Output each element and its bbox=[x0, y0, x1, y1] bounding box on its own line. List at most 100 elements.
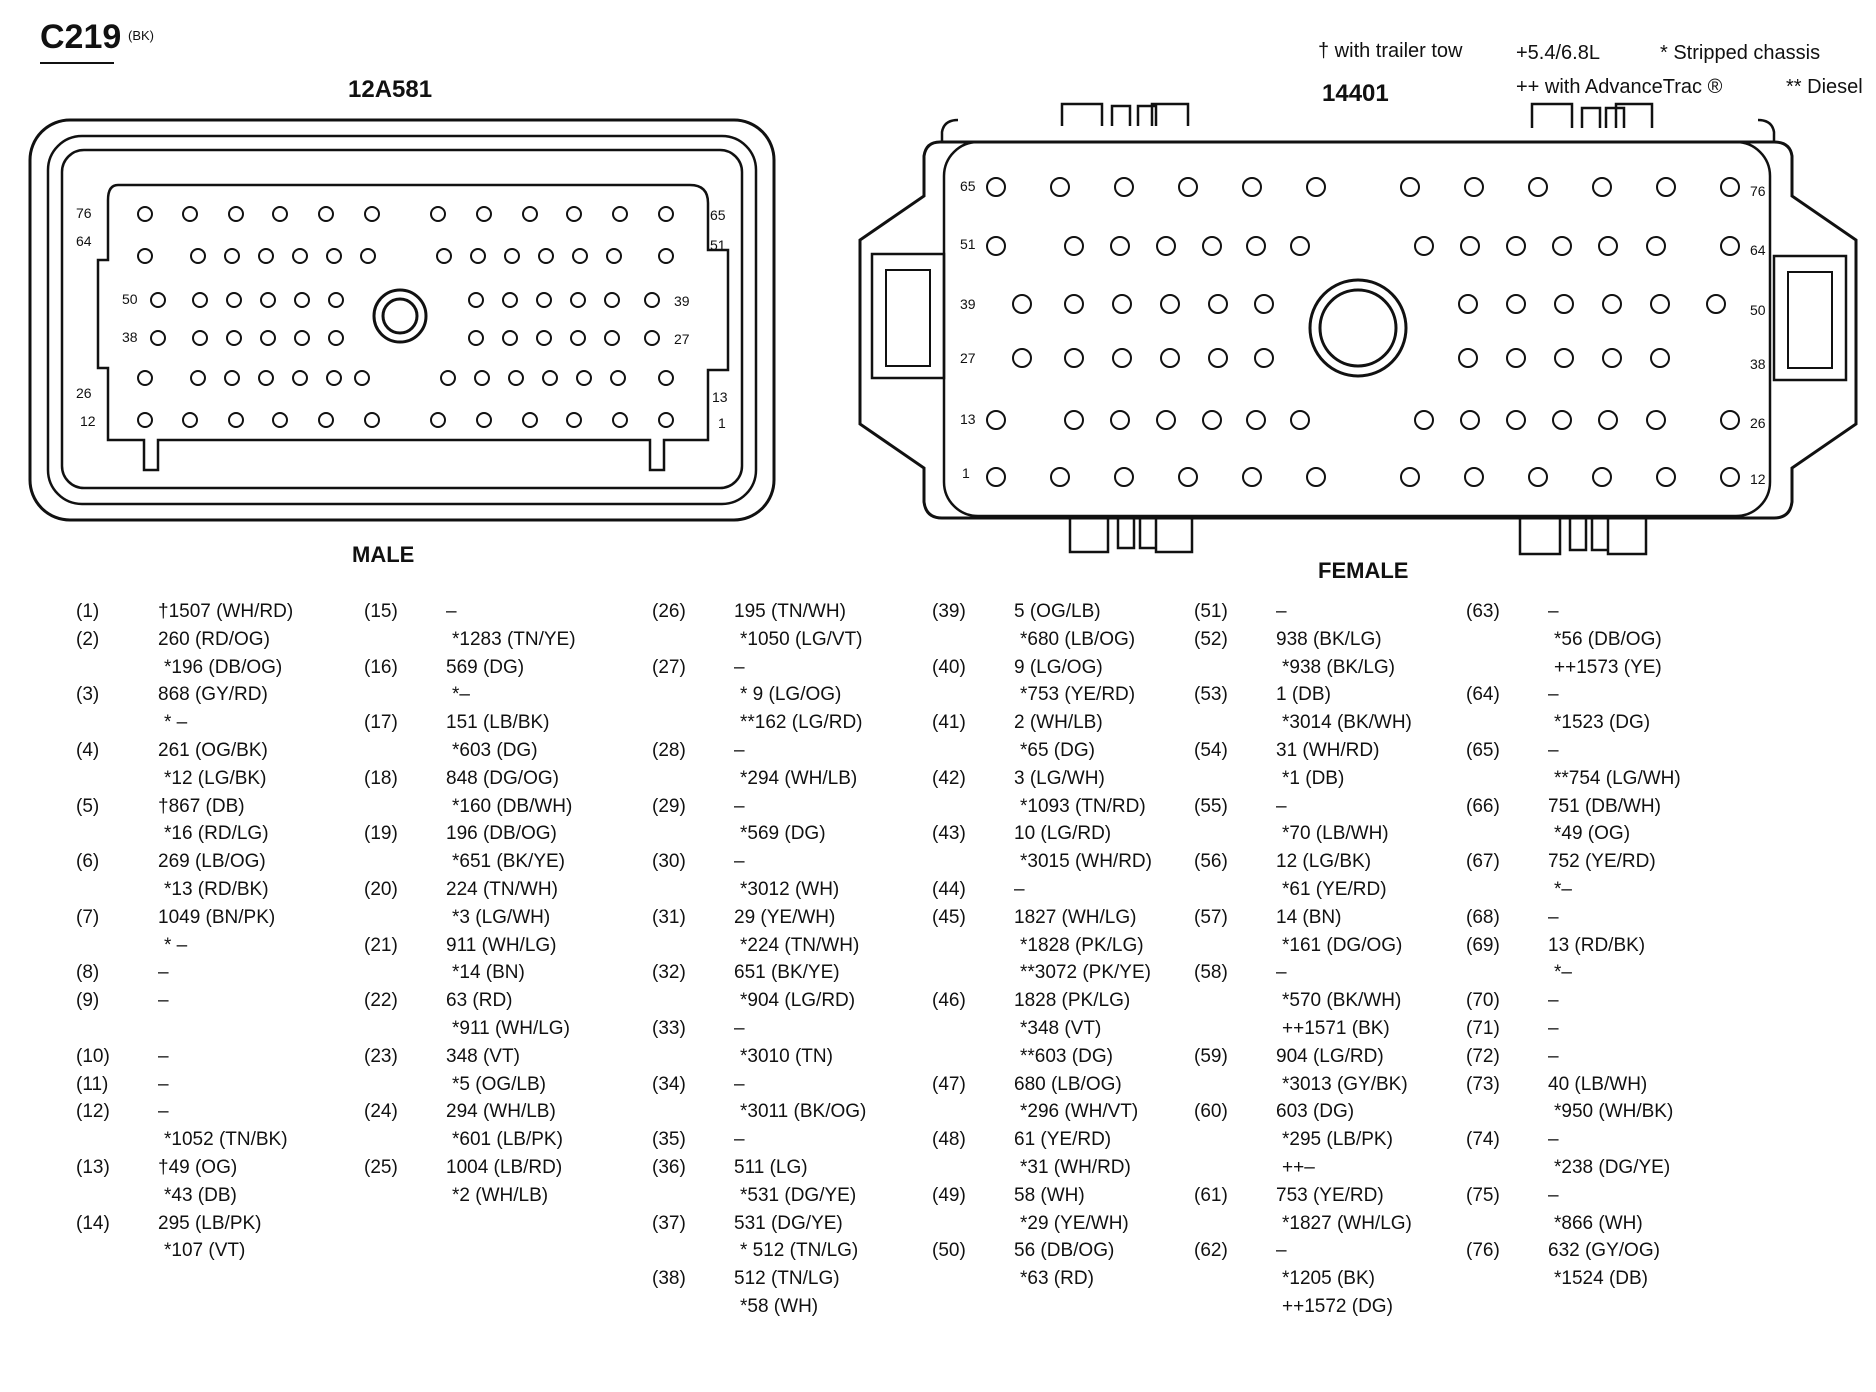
pin-number: (54) bbox=[1194, 740, 1228, 761]
female-pin bbox=[1254, 294, 1274, 314]
female-pin bbox=[1656, 177, 1676, 197]
wire-variant: *294 (WH/LB) bbox=[740, 767, 858, 789]
female-pin bbox=[1110, 410, 1130, 430]
male-pin bbox=[354, 370, 370, 386]
wire-variant: *1 (DB) bbox=[1282, 767, 1345, 789]
pin-entry: (24)294 (WH/LB)*601 (LB/PK) bbox=[364, 1098, 634, 1154]
wire-variant: *13 (RD/BK) bbox=[164, 878, 269, 900]
female-pin bbox=[1706, 294, 1726, 314]
wire-variant: *49 (OG) bbox=[1554, 823, 1631, 845]
pin-number: (8) bbox=[76, 962, 100, 984]
female-pin bbox=[1290, 236, 1310, 256]
pin-entry: (69) 13 (RD/BK) *– bbox=[1466, 932, 1736, 988]
female-pin bbox=[1506, 348, 1526, 368]
wire-variant: ++1572 (DG) bbox=[1282, 1295, 1393, 1317]
male-pin bbox=[522, 206, 538, 222]
male-center-hole-outer bbox=[372, 288, 428, 344]
pin-number: (56) bbox=[1194, 851, 1228, 873]
pin-number: (73) bbox=[1466, 1073, 1500, 1095]
female-pin bbox=[1720, 467, 1740, 487]
male-pin bbox=[258, 248, 274, 264]
wire-primary: – bbox=[734, 1129, 745, 1151]
pin-entry: (42)3 (LG/WH)*1093 (TN/RD) bbox=[932, 765, 1202, 821]
male-pin bbox=[326, 370, 342, 386]
male-pin bbox=[260, 292, 276, 308]
wire-primary: – bbox=[734, 1073, 745, 1095]
male-pin bbox=[440, 370, 456, 386]
female-pin-label: 76 bbox=[1750, 183, 1766, 199]
pin-number: (51) bbox=[1194, 601, 1228, 622]
wire-variant: *3011 (BK/OG) bbox=[740, 1101, 867, 1123]
pin-number: (28) bbox=[652, 740, 686, 761]
wire-primary: 348 (VT) bbox=[446, 1045, 520, 1067]
female-pin-label: 38 bbox=[1750, 356, 1766, 372]
male-housing bbox=[60, 148, 744, 490]
male-pin bbox=[522, 412, 538, 428]
male-pin bbox=[292, 248, 308, 264]
pin-number: (14) bbox=[76, 1212, 110, 1234]
pin-number: (43) bbox=[932, 823, 966, 845]
male-pin bbox=[192, 292, 208, 308]
female-pin bbox=[1554, 294, 1574, 314]
pin-entry: (59)904 (LG/RD)*3013 (GY/BK) bbox=[1194, 1043, 1464, 1099]
pin-entry: (2)260 (RD/OG)*196 (DB/OG) bbox=[76, 626, 346, 682]
male-pin-label: 76 bbox=[76, 205, 92, 221]
wire-primary: 680 (LB/OG) bbox=[1014, 1073, 1122, 1095]
pin-number: (68) bbox=[1466, 906, 1500, 928]
wire-primary: 196 (DB/OG) bbox=[446, 823, 557, 845]
wire-variant: *196 (DB/OG) bbox=[164, 656, 283, 678]
pin-number: (47) bbox=[932, 1073, 966, 1095]
female-pin bbox=[1458, 348, 1478, 368]
wire-primary: 752 (YE/RD) bbox=[1548, 851, 1656, 873]
wire-primary: 56 (DB/OG) bbox=[1014, 1240, 1115, 1262]
female-pin bbox=[1720, 410, 1740, 430]
male-pin-label: 12 bbox=[80, 413, 96, 429]
male-pin bbox=[612, 206, 628, 222]
male-pin bbox=[260, 330, 276, 346]
female-pin bbox=[1506, 410, 1526, 430]
male-pin bbox=[360, 248, 376, 264]
male-pin bbox=[566, 206, 582, 222]
pin-entry: (47)680 (LB/OG)*296 (WH/VT) bbox=[932, 1071, 1202, 1127]
male-pin bbox=[658, 370, 674, 386]
pin-entry: (27)–* 9 (LG/OG)**162 (LG/RD) bbox=[652, 654, 922, 737]
female-pin bbox=[1208, 294, 1228, 314]
female-pin bbox=[1064, 410, 1084, 430]
wire-primary: 269 (LB/OG) bbox=[158, 851, 266, 873]
wire-variant: *12 (LG/BK) bbox=[164, 767, 267, 789]
female-pin bbox=[1064, 236, 1084, 256]
female-pin bbox=[1602, 348, 1622, 368]
male-pin bbox=[610, 370, 626, 386]
female-right-latch bbox=[1772, 254, 1848, 382]
wire-primary: 1827 (WH/LG) bbox=[1014, 906, 1137, 928]
female-pin-label: 51 bbox=[960, 236, 976, 252]
pin-number: (44) bbox=[932, 879, 966, 900]
pin-entry: (25)1004 (LB/RD)*2 (WH/LB) bbox=[364, 1154, 634, 1210]
wire-variant: *3015 (WH/RD) bbox=[1020, 851, 1152, 873]
pin-entry: (30)–*3012 (WH) bbox=[652, 848, 922, 904]
female-center-hole-inner bbox=[1318, 288, 1398, 368]
female-pin-label: 13 bbox=[960, 411, 976, 427]
wire-primary: †49 (OG) bbox=[158, 1157, 238, 1178]
wire-primary: – bbox=[1548, 740, 1559, 761]
pin-number: (69) bbox=[1466, 934, 1500, 956]
wire-primary: 2 (WH/LB) bbox=[1014, 712, 1103, 734]
pin-number: (52) bbox=[1194, 628, 1228, 650]
wire-primary: 13 (RD/BK) bbox=[1548, 934, 1646, 956]
wire-primary: – bbox=[1548, 601, 1559, 622]
pin-number: (70) bbox=[1466, 990, 1500, 1012]
pin-entry: (62)–*1205 (BK)++1572 (DG) bbox=[1194, 1237, 1464, 1320]
pin-number: (76) bbox=[1466, 1240, 1500, 1262]
pin-entry: (6)269 (LB/OG)*13 (RD/BK) bbox=[76, 848, 346, 904]
pin-entry: (12)–*1052 (TN/BK) bbox=[76, 1098, 346, 1154]
wire-primary: 904 (LG/RD) bbox=[1276, 1045, 1384, 1067]
wire-primary: 40 (LB/WH) bbox=[1548, 1073, 1648, 1095]
female-pin bbox=[986, 410, 1006, 430]
pin-entry: (74)–*238 (DG/YE) bbox=[1466, 1126, 1736, 1182]
wire-variant: *– bbox=[1554, 962, 1572, 984]
male-pin bbox=[468, 292, 484, 308]
pin-number: (50) bbox=[932, 1240, 966, 1262]
wire-primary: 1 (DB) bbox=[1276, 684, 1331, 706]
wire-primary: – bbox=[158, 1045, 169, 1067]
pin-number: (16) bbox=[364, 656, 398, 678]
